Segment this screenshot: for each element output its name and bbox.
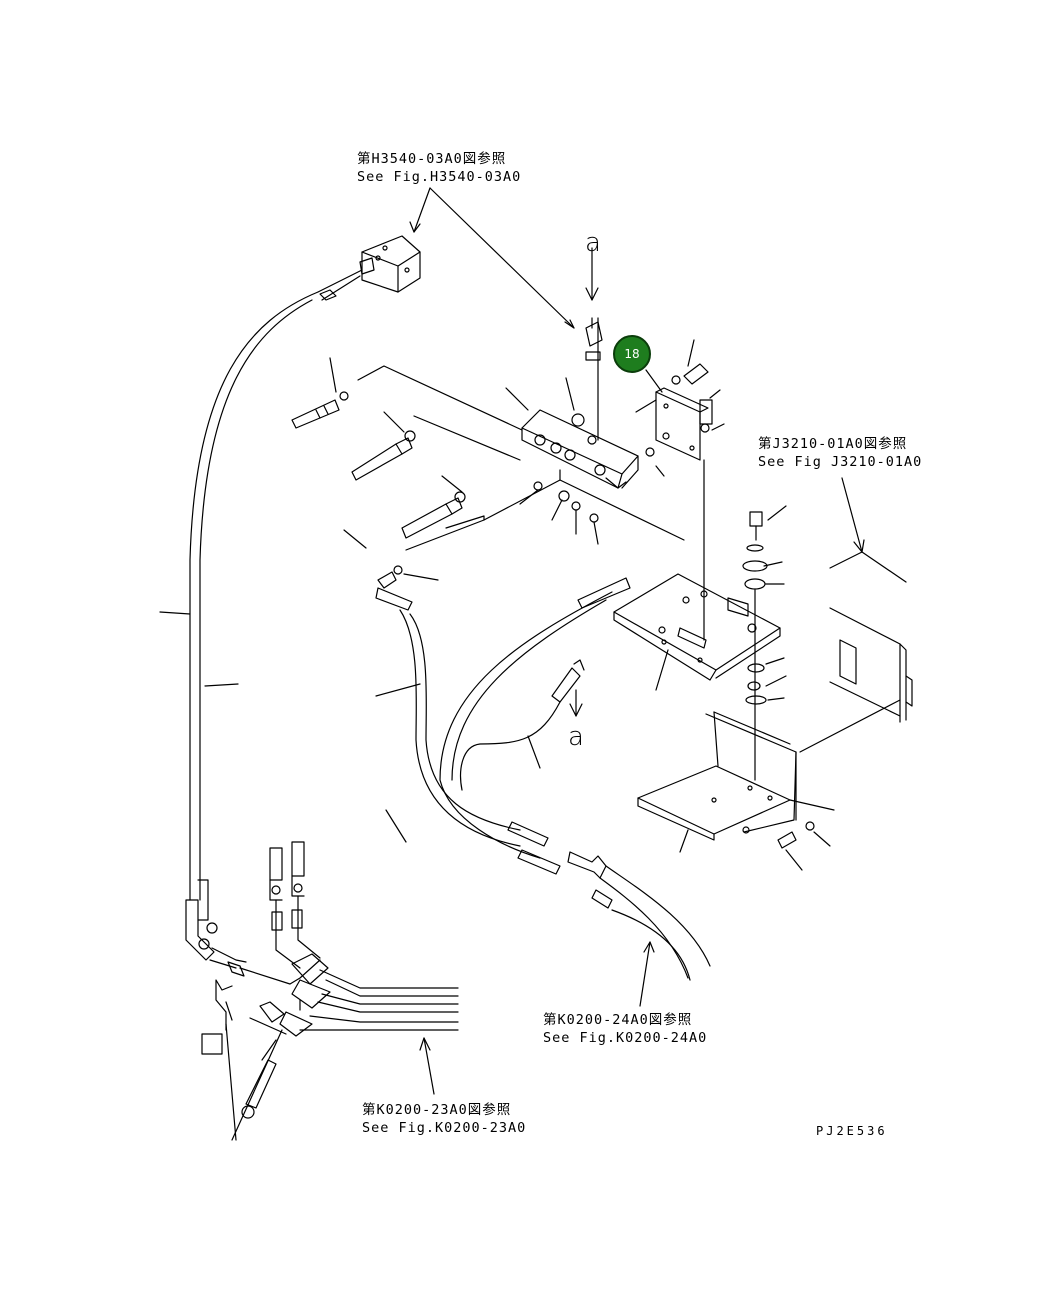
leader-lines-center [357,317,685,551]
reference-j3210[interactable]: 第J3210-01A0図参照 See Fig J3210-01A0 [758,435,922,471]
reference-k0200-24[interactable]: 第K0200-24A0図参照 See Fig.K0200-24A0 [543,1011,707,1047]
manifold-block [505,377,665,545]
hose-left-outer [159,269,363,901]
reference-h3540[interactable]: 第H3540-03A0図参照 See Fig.H3540-03A0 [357,150,521,186]
reference-en: See Fig J3210-01A0 [758,454,923,470]
reference-k0200-23[interactable]: 第K0200-23A0図参照 See Fig.K0200-23A0 [362,1101,526,1137]
reference-jp: 第J3210-01A0図参照 [758,436,908,452]
leader-h3540 [409,187,575,329]
hose-fittings-row [291,357,466,611]
leader-j3210 [829,477,907,583]
reference-en: See Fig.K0200-23A0 [362,1120,527,1136]
connection-label-a-top: a [585,228,601,258]
reference-en: See Fig.K0200-24A0 [543,1030,708,1046]
drawing-code: PJ2E536 [816,1124,888,1138]
top-fitting [585,247,603,361]
reference-jp: 第H3540-03A0図参照 [357,151,507,167]
part-callout-18[interactable]: 18 [613,335,651,373]
mounting-plate [613,573,781,691]
reference-jp: 第K0200-24A0図参照 [543,1012,693,1028]
housing-j3210 [829,607,913,723]
lower-fitting [459,659,585,791]
elbow-fittings [185,879,247,977]
reference-jp: 第K0200-23A0図参照 [362,1102,512,1118]
hose-center [343,529,631,859]
reference-en: See Fig.H3540-03A0 [357,169,522,185]
vertical-fittings [269,841,321,969]
callout-number: 18 [624,347,640,361]
hose-bottom-right [507,821,711,1007]
support-frame [637,699,901,871]
fastener-stack [742,505,787,781]
valve-block [359,235,421,293]
bracket-18 [635,339,725,641]
connection-label-a-bottom: a [568,722,584,752]
hose-bundle [201,953,459,1141]
